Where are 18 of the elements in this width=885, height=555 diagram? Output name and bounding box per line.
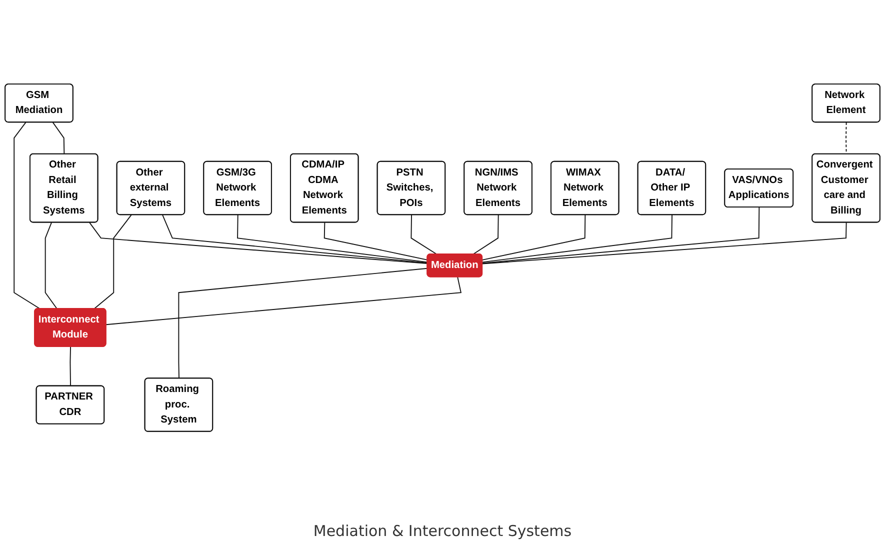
caption: Mediation & Interconnect Systems — [313, 522, 572, 540]
connector — [846, 122, 847, 154]
connector — [472, 214, 499, 254]
connector — [482, 206, 760, 264]
connector — [44, 222, 58, 309]
connector — [52, 122, 65, 154]
connector — [70, 346, 71, 386]
connector — [106, 276, 462, 325]
connector — [482, 222, 847, 264]
connector — [324, 222, 428, 260]
connector — [237, 214, 428, 262]
connector — [178, 268, 428, 379]
connector — [482, 214, 586, 260]
connector — [89, 222, 428, 264]
connector — [94, 214, 132, 309]
connector — [482, 214, 672, 262]
connector — [162, 214, 428, 264]
connector — [14, 122, 40, 309]
